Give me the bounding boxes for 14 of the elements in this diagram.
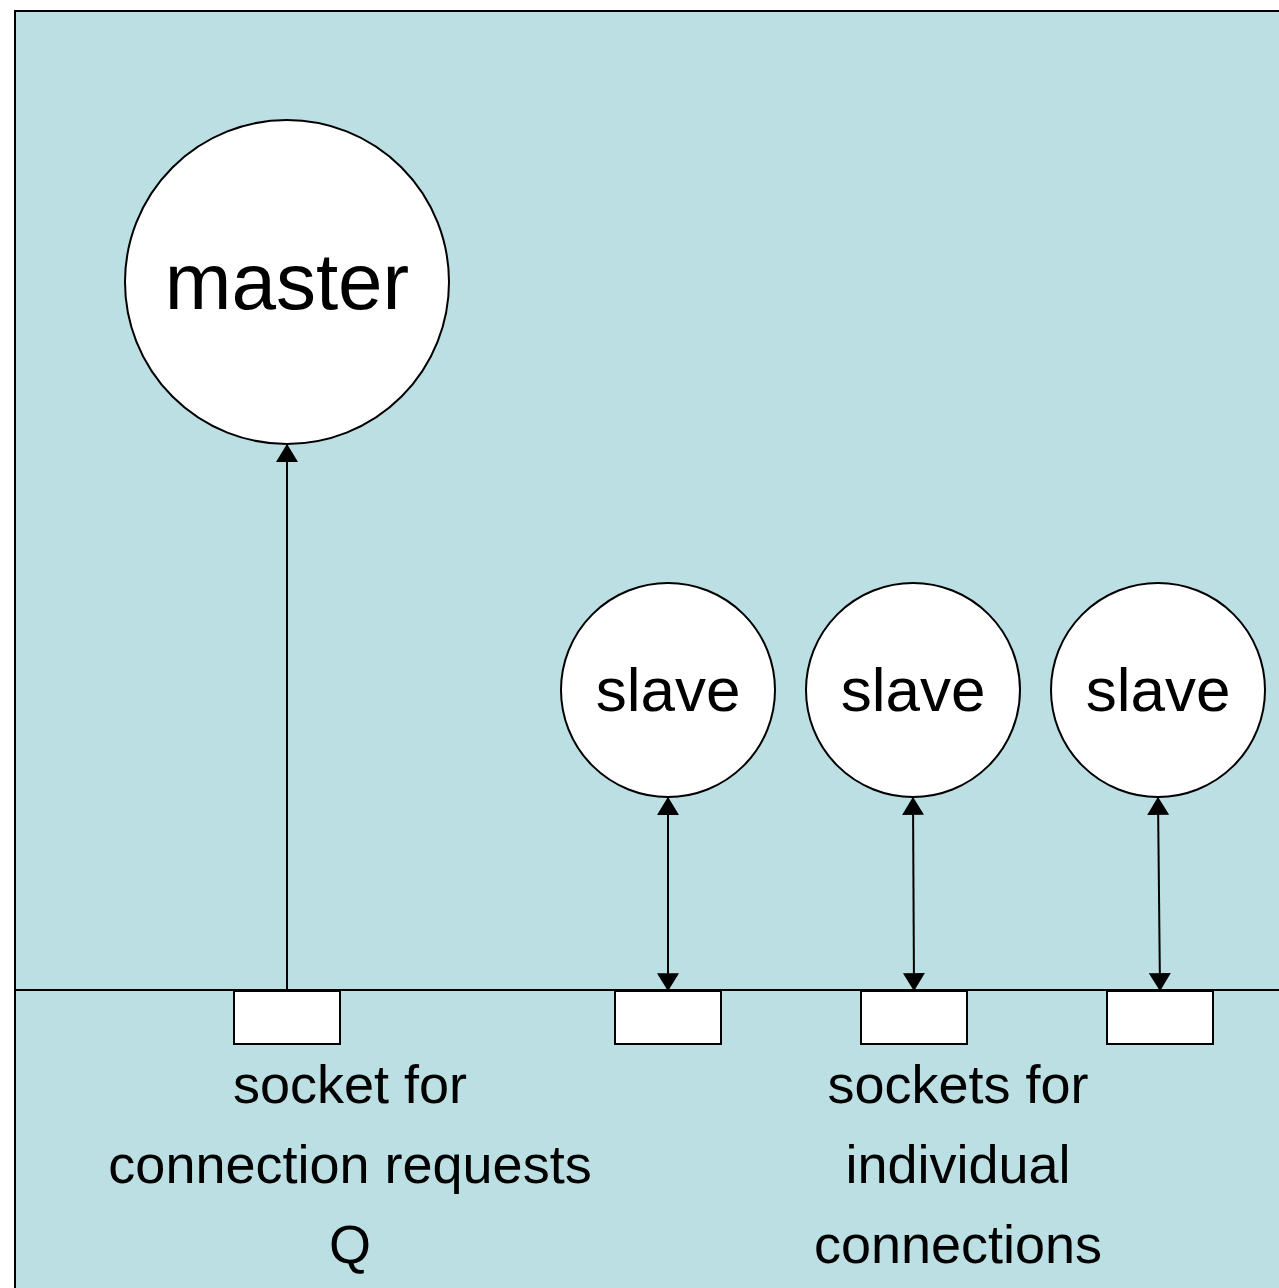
socket-caption: socket for connection requests Q (107, 1053, 593, 1276)
arrow (659, 796, 677, 992)
node-label: slave (1085, 659, 1231, 721)
socket-box (860, 990, 968, 1045)
node-label: master (164, 242, 410, 322)
arrow (278, 443, 296, 991)
arrow (904, 796, 923, 992)
node-label: slave (840, 659, 986, 721)
node-label: slave (595, 659, 741, 721)
socket-box (614, 990, 722, 1045)
socket-box (233, 990, 341, 1045)
socket-box (1106, 990, 1214, 1045)
arrow (1149, 796, 1169, 992)
socket-caption: sockets for individual connections (812, 1053, 1104, 1276)
